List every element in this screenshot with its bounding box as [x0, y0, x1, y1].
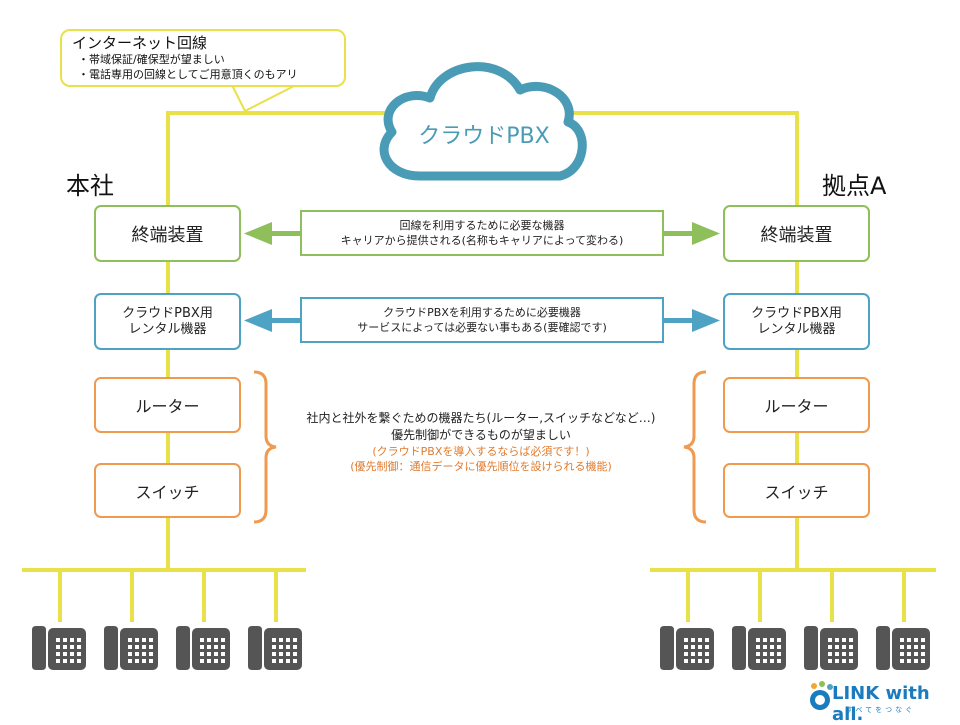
- desk-phone-icon: [660, 626, 714, 670]
- site-label-hq: 本社: [66, 172, 114, 200]
- pbx-rental-device-hq: クラウドPBX用 レンタル機器: [94, 293, 241, 350]
- desk-phone-icon: [104, 626, 158, 670]
- description-line: 社内と社外を繋ぐための機器たち(ルーター,スイッチなどなど…): [306, 411, 656, 425]
- note-line: クラウドPBXを利用するために必要機器: [383, 306, 581, 319]
- desk-phone-icon: [804, 626, 858, 670]
- terminal-device-hq: 終端装置: [94, 205, 241, 262]
- desk-phone-icon: [32, 626, 86, 670]
- description-line: 優先制御ができるものが望ましい: [391, 428, 571, 442]
- device-label: 終端装置: [760, 224, 833, 246]
- pbx-note: クラウドPBXを利用するために必要機器 サービスによっては必要ない事もある(要確…: [300, 297, 664, 343]
- note-line: 回線を利用するために必要な機器: [399, 219, 565, 232]
- network-devices-description: 社内と社外を繋ぐための機器たち(ルーター,スイッチなどなど…) 優先制御ができる…: [272, 410, 690, 474]
- device-label: クラウドPBX用: [751, 305, 842, 321]
- internet-line-callout: インターネット回線 ・帯域保証/確保型が望ましい ・電話専用の回線としてご用意頂…: [60, 29, 346, 87]
- desk-phone-icon: [176, 626, 230, 670]
- pbx-rental-device-branch: クラウドPBX用 レンタル機器: [723, 293, 870, 350]
- switch-branch: スイッチ: [723, 463, 870, 518]
- device-label: スイッチ: [764, 482, 829, 502]
- device-label: スイッチ: [135, 482, 200, 502]
- internet-line: [22, 84, 936, 622]
- device-label: ルーター: [764, 397, 829, 416]
- desk-phone-icon: [732, 626, 786, 670]
- description-sub-line: (クラウドPBXを導入するならば必須です！): [372, 445, 590, 458]
- desk-phone-icon: [248, 626, 302, 670]
- device-label: レンタル機器: [128, 321, 207, 337]
- bracket-icon-left: [253, 370, 277, 524]
- switch-hq: スイッチ: [94, 463, 241, 518]
- terminal-note: 回線を利用するために必要な機器 キャリアから提供される(名称もキャリアによって変…: [300, 210, 664, 256]
- logo-mark-icon: [810, 681, 833, 710]
- site-label-branch: 拠点A: [822, 172, 887, 200]
- logo-text: LINK with all.: [832, 683, 930, 725]
- device-label: 終端装置: [131, 224, 204, 246]
- terminal-arrows: [244, 222, 720, 245]
- callout-title: インターネット回線: [72, 34, 208, 52]
- device-label: ルーター: [135, 397, 200, 416]
- terminal-device-branch: 終端装置: [723, 205, 870, 262]
- device-label: レンタル機器: [757, 321, 836, 337]
- note-line: キャリアから提供される(名称もキャリアによって変わる): [340, 234, 624, 247]
- bracket-icon-right: [683, 370, 707, 524]
- phones: [32, 626, 930, 670]
- pbx-arrows: [244, 309, 720, 332]
- note-line: サービスによっては必要ない事もある(要確認です): [357, 321, 607, 334]
- router-branch: ルーター: [723, 377, 870, 433]
- description-sub-line: (優先制御：通信データに優先順位を設けられる機能): [350, 460, 612, 473]
- cloud-label: クラウドPBX: [418, 124, 550, 149]
- router-hq: ルーター: [94, 377, 241, 433]
- desk-phone-icon: [876, 626, 930, 670]
- device-label: クラウドPBX用: [122, 305, 213, 321]
- logo-subtext: すべてをつなぐ: [846, 706, 916, 714]
- cloud-icon: [379, 62, 587, 181]
- callout-item: ・帯域保証/確保型が望ましい: [78, 53, 225, 66]
- callout-item: ・電話専用の回線としてご用意頂くのもアリ: [78, 68, 298, 81]
